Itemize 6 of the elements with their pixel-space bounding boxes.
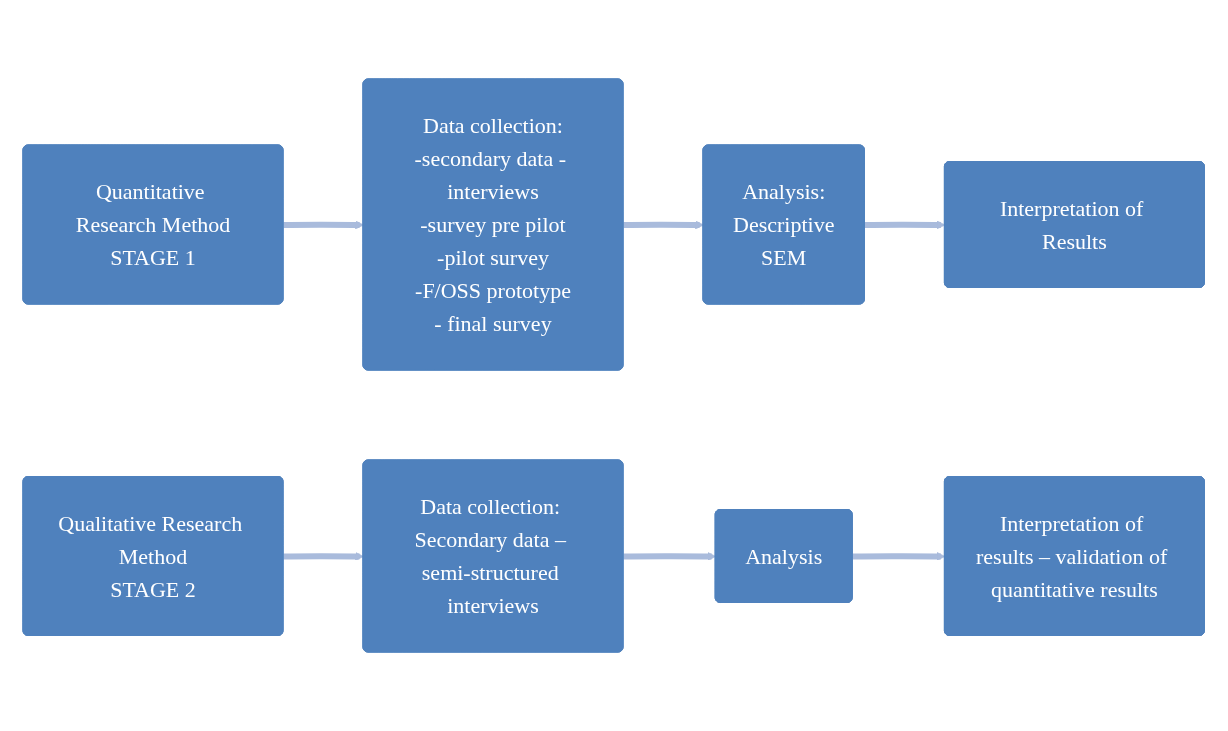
arrow <box>623 220 705 230</box>
arrow <box>865 220 946 230</box>
arrow <box>852 552 946 561</box>
arrow <box>623 552 717 561</box>
arrow <box>283 552 365 561</box>
arrow <box>283 220 365 230</box>
